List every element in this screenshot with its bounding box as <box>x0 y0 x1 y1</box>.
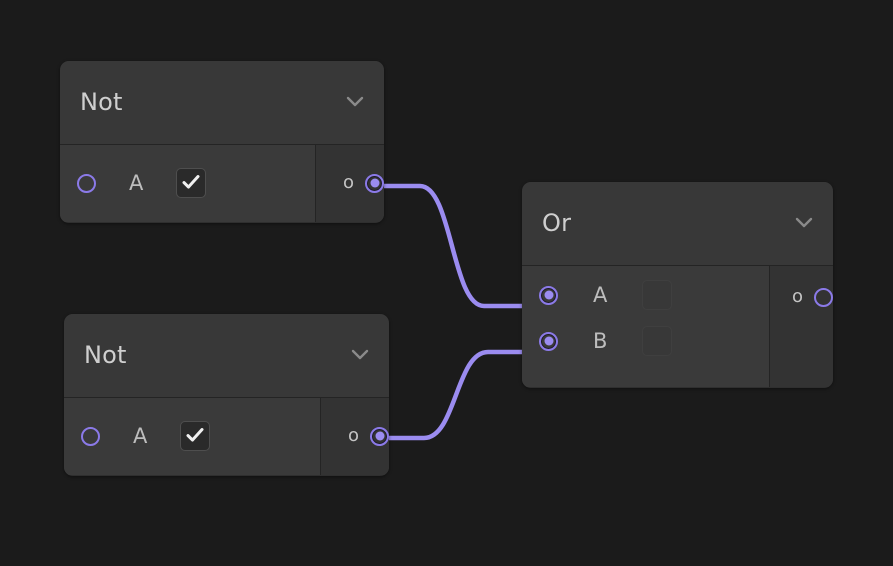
output-ports: o <box>320 398 389 475</box>
output-port-o[interactable] <box>365 173 384 193</box>
node-title: Or <box>542 209 572 237</box>
input-label-a: A <box>133 424 148 448</box>
input-checkbox-a[interactable] <box>180 421 211 451</box>
node-header[interactable]: Or <box>522 182 833 266</box>
output-label-o: o <box>342 172 354 193</box>
input-checkbox-a[interactable] <box>176 168 207 198</box>
output-label-o: o <box>347 425 359 446</box>
input-ports: A <box>64 398 321 475</box>
input-port-a[interactable] <box>77 173 96 193</box>
input-checkbox-a[interactable] <box>642 280 673 310</box>
input-label-b: B <box>593 329 608 353</box>
output-row-o: o <box>316 151 384 215</box>
node-body: A B o <box>522 266 833 387</box>
input-label-a: A <box>129 171 144 195</box>
output-row-o: o <box>321 404 389 468</box>
output-port-o[interactable] <box>370 426 389 446</box>
input-port-a[interactable] <box>539 285 558 305</box>
check-icon <box>185 427 205 443</box>
edge-not2-to-or-b[interactable] <box>386 349 541 441</box>
input-ports: A <box>60 145 316 222</box>
node-title: Not <box>80 88 123 116</box>
output-ports: o <box>769 266 833 387</box>
node-body: A o <box>64 398 389 475</box>
input-ports: A B <box>522 266 770 387</box>
node-header[interactable]: Not <box>60 61 384 145</box>
node-header[interactable]: Not <box>64 314 389 398</box>
node-not-1[interactable]: Not A <box>60 61 384 223</box>
output-label-o: o <box>791 286 803 307</box>
output-row-o: o <box>770 274 833 320</box>
node-or[interactable]: Or A B <box>522 182 833 388</box>
output-ports: o <box>315 145 384 222</box>
node-body: A o <box>60 145 384 222</box>
input-row-a: A <box>522 272 769 318</box>
chevron-down-icon[interactable] <box>350 347 370 361</box>
input-row-a: A <box>64 404 320 468</box>
node-title: Not <box>84 341 127 369</box>
input-row-a: A <box>60 151 315 215</box>
output-port-o[interactable] <box>814 287 833 307</box>
edge-not1-to-or-a[interactable] <box>381 183 541 309</box>
input-row-b: B <box>522 318 769 364</box>
input-label-a: A <box>593 283 608 307</box>
node-not-2[interactable]: Not A <box>64 314 389 476</box>
input-port-a[interactable] <box>81 426 100 446</box>
check-icon <box>181 174 201 190</box>
chevron-down-icon[interactable] <box>345 94 365 108</box>
input-port-b[interactable] <box>539 331 558 351</box>
input-checkbox-b[interactable] <box>642 326 673 356</box>
chevron-down-icon[interactable] <box>794 215 814 229</box>
